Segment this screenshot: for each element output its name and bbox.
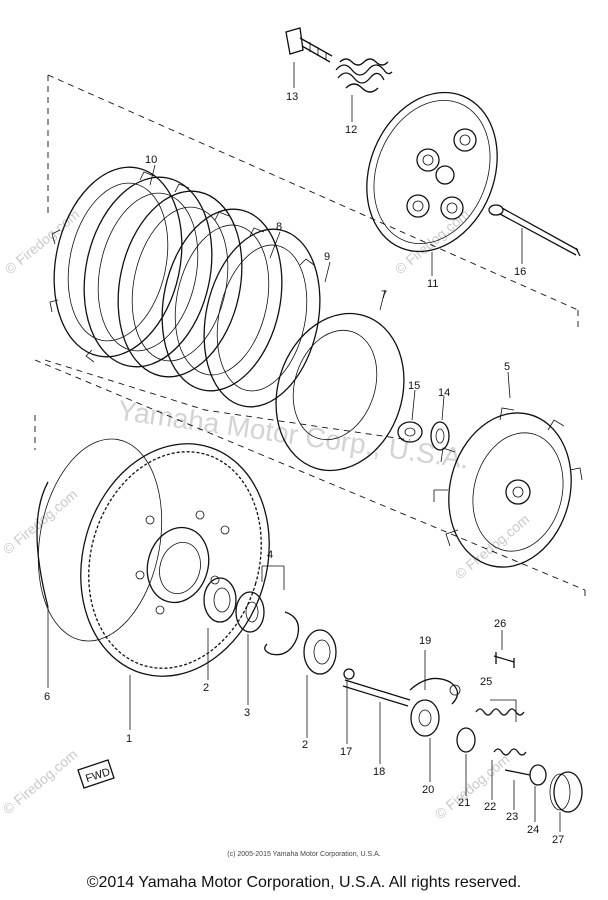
callout-2a: 2: [203, 682, 209, 694]
spring-part-25: [475, 708, 525, 716]
callout-4: 4: [267, 549, 273, 561]
callout-22: 22: [484, 801, 496, 813]
callout-14: 14: [438, 387, 450, 399]
callout-labels: 13 12 10 8 9 11 16 7 5 15 14 4 19 26 25 …: [44, 91, 564, 846]
callout-7: 7: [381, 289, 387, 301]
callout-12: 12: [345, 124, 357, 136]
small-copyright-line: (c) 2005-2015 Yamaha Motor Corporation, …: [227, 851, 381, 858]
push-rod-part-18: [342, 679, 411, 707]
callout-19: 19: [419, 635, 431, 647]
nut-part-15: [397, 421, 423, 443]
spring-part-22: [493, 748, 527, 756]
callout-8: 8: [276, 221, 282, 233]
push-lever-shaft-part-20: [410, 699, 440, 737]
washer-part-21: [456, 727, 476, 753]
cap-part-27: [549, 771, 583, 813]
push-rod-part-16: [488, 204, 581, 257]
callout-15: 15: [408, 380, 420, 392]
callout-10: 10: [145, 154, 157, 166]
callout-26: 26: [494, 618, 506, 630]
watermark-firedog-bottom-left: © Firedog.com: [0, 746, 80, 817]
circlip-part-4: [264, 611, 300, 656]
callout-5: 5: [504, 361, 510, 373]
screw-part-26: [493, 652, 515, 668]
bearing-part-2-lower: [303, 629, 337, 675]
bearing-part-2-upper: [203, 577, 237, 623]
callout-9: 9: [324, 251, 330, 263]
callout-25: 25: [480, 676, 492, 688]
push-lever-part-19: [409, 677, 461, 705]
callout-3: 3: [244, 707, 250, 719]
clutch-housing-part-1: [37, 438, 270, 677]
fwd-arrow: FWD: [77, 759, 115, 789]
callout-6: 6: [44, 691, 50, 703]
watermark-firedog-bottom-center: © Firedog.com: [432, 751, 513, 822]
watermark-firedog-top-left: © Firedog.com: [2, 206, 83, 277]
callout-2b: 2: [302, 739, 308, 751]
washer-part-14: [430, 421, 450, 451]
callout-13: 13: [286, 91, 298, 103]
callout-27: 27: [552, 834, 564, 846]
locknut-part-24: [529, 764, 547, 786]
callout-24: 24: [527, 824, 539, 836]
bolt-part-13: [285, 27, 333, 63]
fwd-label: FWD: [84, 766, 112, 785]
adjusting-screw-part-23: [504, 769, 531, 776]
leader-lines: [47, 62, 561, 832]
callout-20: 20: [422, 784, 434, 796]
spacer-part-3: [235, 591, 265, 633]
callout-23: 23: [506, 811, 518, 823]
callout-1: 1: [126, 733, 132, 745]
lower-frame: [34, 359, 586, 600]
pressure-plate-part-11: [366, 91, 498, 253]
upper-frame: [44, 74, 579, 441]
ball-part-17: [343, 668, 355, 680]
clutch-plate-stack: [49, 166, 405, 472]
o-ring-part-6: [36, 481, 49, 608]
callout-21: 21: [458, 797, 470, 809]
spring-part-12: [335, 58, 393, 93]
watermark-firedog-mid-left: © Firedog.com: [0, 486, 80, 557]
clutch-boss-part-5: [433, 407, 583, 568]
callout-16: 16: [514, 266, 526, 278]
footer-copyright: ©2014 Yamaha Motor Corporation, U.S.A. A…: [86, 874, 522, 891]
callout-17: 17: [340, 746, 352, 758]
watermark-center: Yamaha Motor Corp., U.S.A.: [116, 394, 471, 474]
callout-18: 18: [373, 766, 385, 778]
callout-11: 11: [427, 278, 438, 290]
